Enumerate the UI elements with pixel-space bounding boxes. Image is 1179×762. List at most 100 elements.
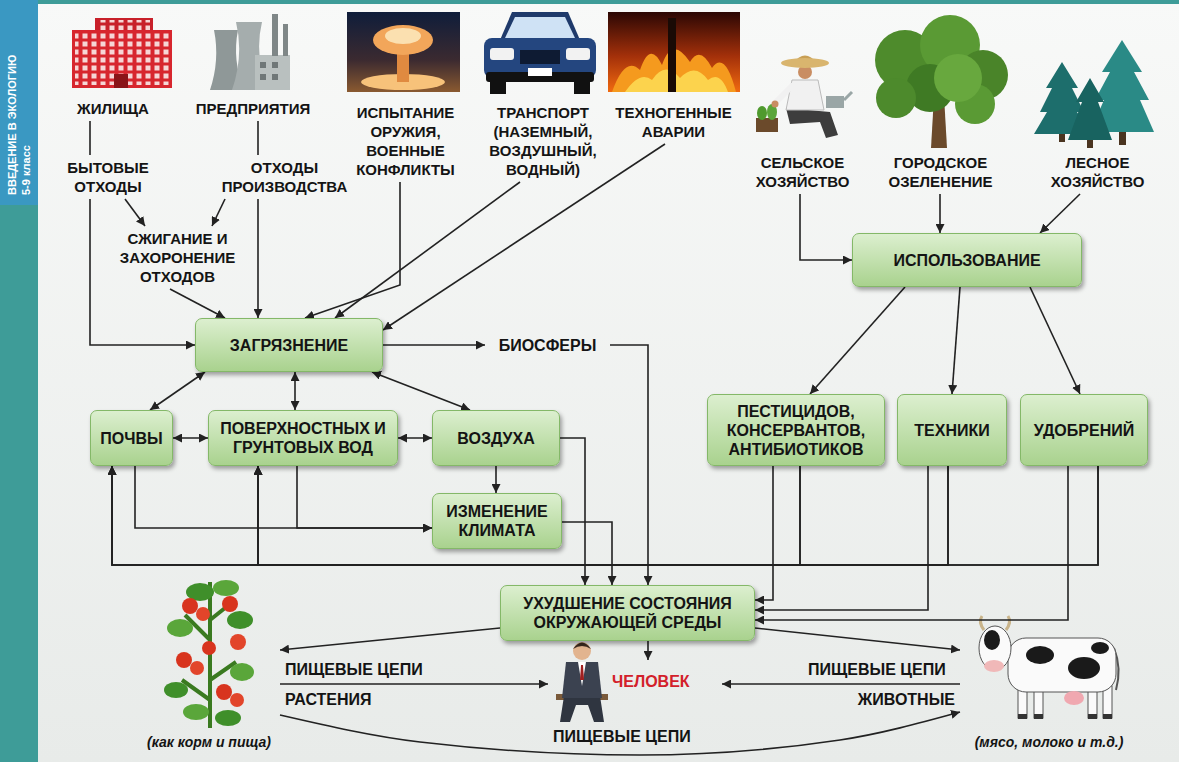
man-picture-part: [560, 696, 604, 722]
connector-arrow: [258, 466, 948, 565]
chain-label: РАСТЕНИЯ: [285, 690, 395, 709]
text-node: БЫТОВЫЕ ОТХОДЫ: [58, 155, 158, 199]
fire-picture-part: [625, 69, 728, 92]
tomato-plant-picture-part: [190, 661, 204, 675]
node-text: ПОЧВЫ: [100, 429, 162, 448]
top-bar: [0, 0, 1179, 4]
chain-label: ЖИВОТНЫЕ: [855, 690, 955, 709]
cow-picture-part: [984, 630, 1000, 650]
tomato-plant-picture-part: [202, 641, 216, 655]
connector-arrow: [562, 522, 612, 585]
tomato-plant-picture-part: [213, 580, 239, 596]
side-bar: [0, 0, 38, 762]
connector-arrow: [173, 437, 208, 439]
picture-node: (как корм и пища): [138, 570, 280, 755]
fir-trees-picture-part: [1087, 140, 1093, 148]
tomato-plant-picture-part: [216, 684, 232, 700]
connector-arrow: [1040, 194, 1080, 233]
process-box: ПЕСТИЦИДОВ, КОНСЕРВАНТОВ, АНТИБИОТИКОВ: [707, 394, 885, 466]
node-text: ТЕХНИКИ: [914, 421, 989, 440]
process-box: ПОЧВЫ: [90, 410, 173, 466]
factory-picture-part: [283, 24, 288, 56]
connector-arrow: [257, 199, 259, 318]
farmer-picture-part: [844, 92, 852, 100]
process-box: ИСПОЛЬЗОВАНИЕ: [852, 233, 1082, 287]
tree-picture-part: [934, 54, 982, 102]
tree-picture-part: [876, 78, 916, 118]
connector-arrow: [335, 182, 520, 318]
farmer-picture-part: [826, 96, 844, 108]
text-node: ОТХОДЫ ПРОИЗВОДСТВА: [212, 155, 357, 199]
text-node: ЛЕСНОЕ ХОЗЯЙСТВО: [1040, 150, 1155, 194]
explosion-picture-part: [373, 25, 433, 55]
car-picture-part: [574, 80, 590, 94]
connector-arrow: [647, 641, 649, 660]
house-picture: [72, 18, 172, 88]
node-text: ОТХОДЫ ПРОИЗВОДСТВА: [212, 158, 357, 196]
fir-trees-picture-part: [1119, 132, 1126, 145]
connector-arrow: [150, 372, 205, 410]
connector-arrow: [952, 287, 960, 394]
connector-arrow: [89, 121, 91, 155]
farmer-picture-part: [757, 106, 767, 120]
tomato-plant-picture-part: [215, 710, 241, 726]
connector-arrow: [495, 466, 497, 493]
node-text: БЫТОВЫЕ ОТХОДЫ: [58, 158, 158, 196]
process-box: ИЗМЕНЕНИЕ КЛИМАТА: [432, 493, 562, 549]
connector-arrow: [305, 182, 400, 318]
text-node: ПРЕДПРИЯТИЯ: [188, 96, 318, 121]
side-title-panel: [0, 0, 38, 205]
factory-picture: [210, 14, 290, 90]
fir-trees-picture-part: [1068, 78, 1112, 140]
connector-arrow: [212, 199, 225, 226]
text-node: ТЕХНОГЕННЫЕ АВАРИИ: [605, 100, 742, 144]
connector-arrow: [610, 345, 648, 585]
factory-picture-part: [272, 14, 278, 56]
connectors: [90, 121, 1098, 755]
cow-picture-part: [1091, 642, 1109, 654]
car-picture-part: [490, 48, 514, 60]
node-text: ПОВЕРХНОСТНЫХ И ГРУНТОВЫХ ВОД: [217, 419, 389, 457]
farmer-picture-part: [756, 118, 778, 132]
node-text: ИСПЫТАНИЕ ОРУЖИЯ, ВОЕННЫЕ КОНФЛИКТЫ: [343, 103, 468, 179]
node-text: ЖИЛИЩА: [63, 99, 163, 118]
house-picture-part: [114, 74, 128, 88]
car-picture-part: [500, 12, 580, 40]
connector-arrow: [383, 344, 485, 346]
node-text: (как корм и пища): [147, 733, 271, 751]
fir-trees-picture: [1034, 40, 1154, 148]
connector-arrow: [135, 466, 432, 528]
process-box: ПОВЕРХНОСТНЫХ И ГРУНТОВЫХ ВОД: [208, 410, 398, 466]
car-picture-part: [566, 48, 590, 60]
farmer-picture-part: [786, 108, 838, 138]
node-text: (мясо, молоко и т.д.): [975, 733, 1124, 751]
text-node: БИОСФЕРЫ: [485, 333, 610, 358]
cow-picture-part: [1088, 714, 1097, 719]
connector-arrow: [939, 194, 941, 233]
factory-picture-part: [272, 74, 278, 80]
house-picture-part: [98, 20, 150, 30]
node-text: ПЕСТИЦИДОВ, КОНСЕРВАНТОВ, АНТИБИОТИКОВ: [716, 402, 876, 459]
tomato-plant-picture-part: [222, 596, 238, 612]
node-text: ПРЕДПРИЯТИЯ: [188, 99, 318, 118]
tomato-plant-picture-part: [227, 611, 253, 629]
connector-arrow: [1030, 287, 1080, 394]
house-picture-part: [72, 30, 172, 88]
tomato-plant-picture: [164, 580, 254, 728]
connector-arrow: [398, 437, 432, 439]
tomato-plant-picture-part: [182, 598, 198, 614]
process-box: ЗАГРЯЗНЕНИЕ: [195, 318, 383, 372]
factory-picture-part: [260, 62, 266, 68]
farmer-picture-part: [772, 101, 779, 108]
connector-arrow: [800, 194, 852, 260]
picture-node: (мясо, молоко и т.д.): [960, 605, 1138, 755]
car-picture: [484, 12, 596, 94]
cow-picture-part: [1008, 638, 1116, 692]
node-text: УДОБРЕНИЙ: [1034, 421, 1134, 440]
farmer-picture-part: [781, 58, 829, 68]
connector-arrow: [755, 628, 960, 650]
man-picture-part: [562, 662, 602, 698]
tomato-plant-picture-part: [167, 619, 193, 637]
farmer-picture-part: [776, 86, 792, 102]
